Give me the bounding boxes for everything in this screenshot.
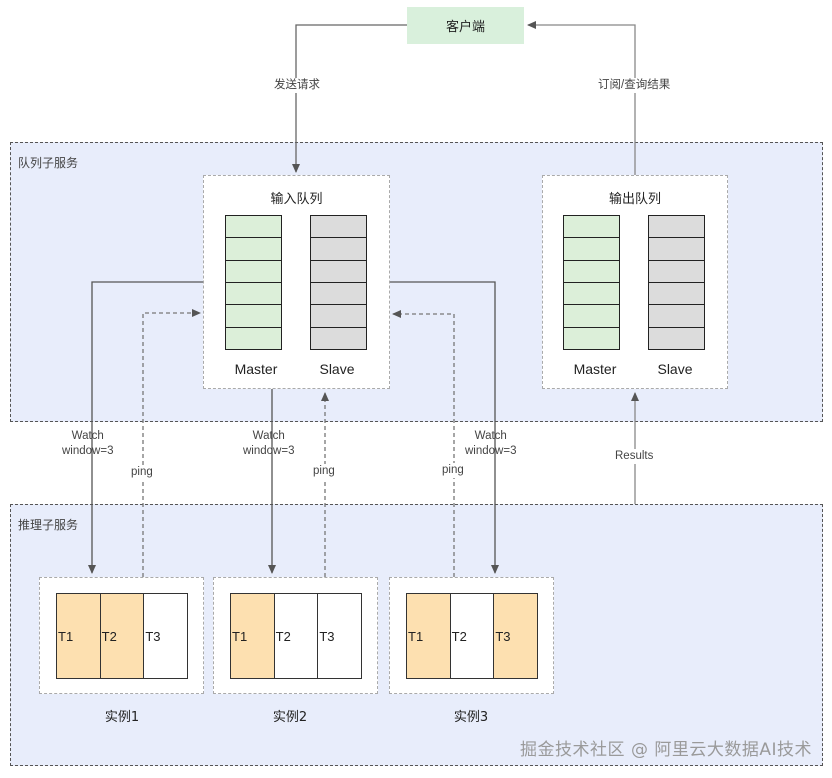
- instance-1-tasks: T1 T2 T3: [56, 593, 188, 679]
- task-slot: T2: [449, 594, 494, 678]
- inference-service-label: 推理子服务: [18, 518, 79, 532]
- output-queue-title: 输出队列: [608, 192, 661, 207]
- output-master-queue: [563, 215, 620, 350]
- task-slot: T3: [143, 594, 188, 678]
- task-slot: T2: [99, 594, 144, 678]
- instance-2-panel[interactable]: T1 T2 T3: [213, 577, 378, 694]
- subscribe-label: 订阅/查询结果: [598, 78, 671, 93]
- instance-3-tasks: T1 T2 T3: [406, 593, 538, 679]
- ping-label-2: ping: [313, 464, 335, 479]
- client-label: 客户端: [445, 20, 485, 35]
- task-slot: T1: [57, 594, 100, 678]
- input-master-label: Master: [234, 361, 278, 377]
- task-slot: T3: [493, 594, 538, 678]
- task-slot: T1: [231, 594, 274, 678]
- input-master-queue: [225, 215, 282, 350]
- task-slot: T1: [407, 594, 450, 678]
- client-node[interactable]: 客户端: [407, 7, 524, 44]
- results-label: Results: [615, 449, 654, 464]
- watch-label-2: Watch window=3: [243, 430, 295, 457]
- instance-1-label: 实例1: [104, 710, 140, 725]
- output-slave-label: Slave: [657, 361, 693, 377]
- instance-3-label: 实例3: [453, 710, 489, 725]
- send-request-label: 发送请求: [274, 78, 320, 93]
- ping-label-3: ping: [442, 463, 464, 478]
- output-slave-queue: [648, 215, 705, 350]
- queue-service-label: 队列子服务: [18, 156, 79, 170]
- ping-label-1: ping: [131, 465, 153, 480]
- input-queue-panel[interactable]: 输入队列 Master Slave: [203, 175, 390, 389]
- input-slave-label: Slave: [319, 361, 355, 377]
- instance-2-tasks: T1 T2 T3: [230, 593, 362, 679]
- instance-3-panel[interactable]: T1 T2 T3: [389, 577, 554, 694]
- input-queue-title: 输入队列: [270, 192, 323, 207]
- task-slot: T3: [317, 594, 362, 678]
- watermark: 掘金技术社区 @ 阿里云大数据AI技术: [520, 740, 812, 760]
- task-slot: T2: [273, 594, 318, 678]
- instance-1-panel[interactable]: T1 T2 T3: [39, 577, 204, 694]
- output-master-label: Master: [573, 361, 617, 377]
- output-queue-panel[interactable]: 输出队列 Master Slave: [542, 175, 728, 389]
- watch-label-3: Watch window=3: [465, 430, 517, 457]
- instance-2-label: 实例2: [272, 710, 308, 725]
- input-slave-queue: [310, 215, 367, 350]
- watch-label-1: Watch window=3: [62, 430, 114, 457]
